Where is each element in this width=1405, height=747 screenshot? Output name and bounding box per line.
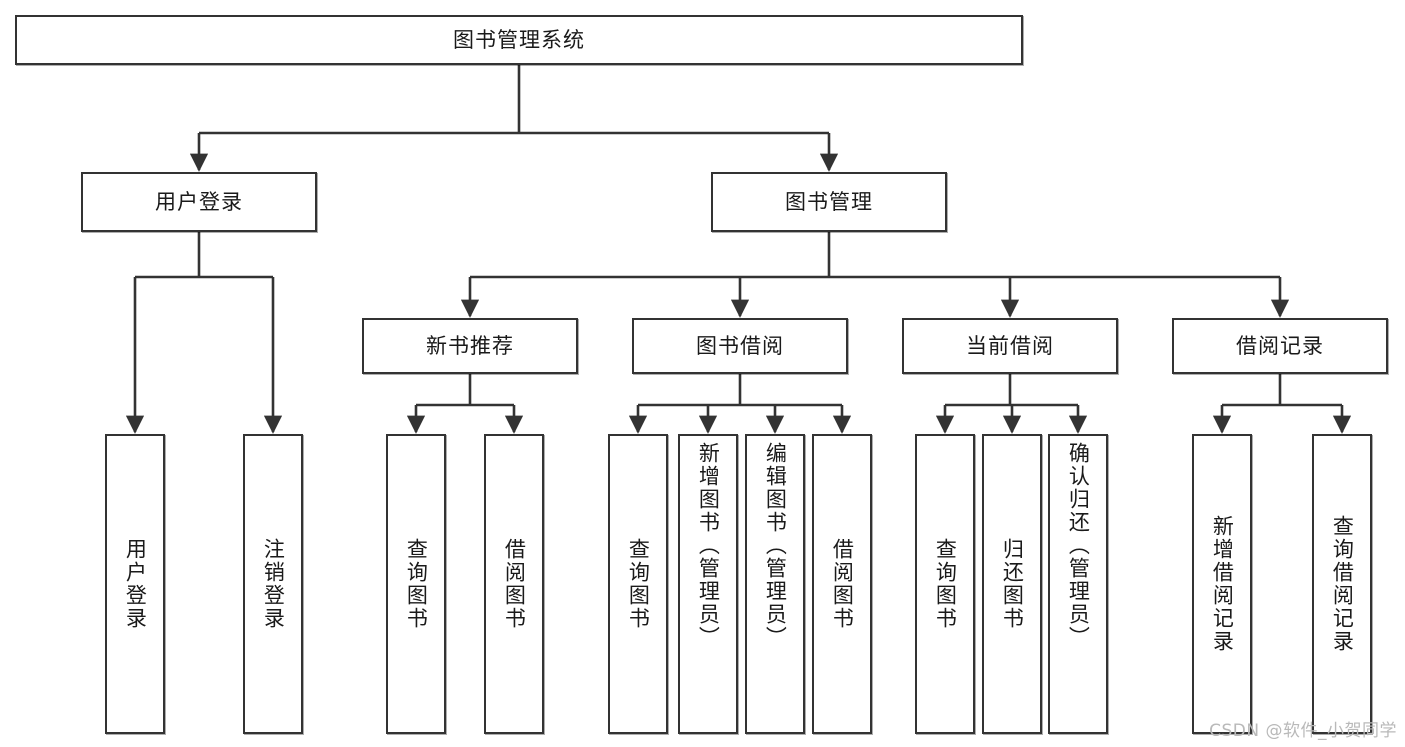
node-root[interactable]: 图书管理系统 <box>15 15 1023 65</box>
node-leaf-user-login-label: 用户登录 <box>123 538 148 630</box>
node-book-borrow[interactable]: 图书借阅 <box>632 318 848 374</box>
node-leaf-query-book-1[interactable]: 查询图书 <box>386 434 446 734</box>
node-leaf-add-record[interactable]: 新增借阅记录 <box>1192 434 1252 734</box>
node-current-borrow-label: 当前借阅 <box>966 333 1054 358</box>
node-user-login[interactable]: 用户登录 <box>81 172 317 232</box>
node-new-book-rec[interactable]: 新书推荐 <box>362 318 578 374</box>
node-leaf-borrow-book-1[interactable]: 借阅图书 <box>484 434 544 734</box>
node-leaf-add-record-label: 新增借阅记录 <box>1210 515 1235 653</box>
node-leaf-borrow-book-1-label: 借阅图书 <box>502 538 527 630</box>
node-new-book-rec-label: 新书推荐 <box>426 333 514 358</box>
node-leaf-query-book-2[interactable]: 查询图书 <box>608 434 668 734</box>
node-leaf-logout[interactable]: 注销登录 <box>243 434 303 734</box>
node-borrow-record[interactable]: 借阅记录 <box>1172 318 1388 374</box>
node-leaf-query-book-1-label: 查询图书 <box>404 538 429 630</box>
node-current-borrow[interactable]: 当前借阅 <box>902 318 1118 374</box>
node-leaf-query-book-2-label: 查询图书 <box>626 538 651 630</box>
node-borrow-record-label: 借阅记录 <box>1236 333 1324 358</box>
node-leaf-query-record-label: 查询借阅记录 <box>1330 515 1355 653</box>
csdn-watermark: CSDN @软件_小贺同学 <box>1209 721 1397 741</box>
node-leaf-query-book-3-label: 查询图书 <box>933 538 958 630</box>
node-leaf-return-book-label: 归还图书 <box>1000 538 1025 630</box>
node-leaf-query-record[interactable]: 查询借阅记录 <box>1312 434 1372 734</box>
node-book-borrow-label: 图书借阅 <box>696 333 784 358</box>
node-leaf-add-book-label: 新增图书（管理员） <box>696 442 721 649</box>
node-book-manage[interactable]: 图书管理 <box>711 172 947 232</box>
node-root-label: 图书管理系统 <box>453 27 585 52</box>
node-leaf-borrow-book-2-label: 借阅图书 <box>830 538 855 630</box>
node-leaf-confirm-return[interactable]: 确认归还（管理员） <box>1048 434 1108 734</box>
node-book-manage-label: 图书管理 <box>785 189 873 214</box>
node-leaf-confirm-return-label: 确认归还（管理员） <box>1066 442 1091 649</box>
node-leaf-add-book[interactable]: 新增图书（管理员） <box>678 434 738 734</box>
node-leaf-edit-book[interactable]: 编辑图书（管理员） <box>745 434 805 734</box>
node-leaf-query-book-3[interactable]: 查询图书 <box>915 434 975 734</box>
node-leaf-edit-book-label: 编辑图书（管理员） <box>763 442 788 649</box>
node-leaf-user-login[interactable]: 用户登录 <box>105 434 165 734</box>
node-user-login-label: 用户登录 <box>155 189 243 214</box>
node-leaf-return-book[interactable]: 归还图书 <box>982 434 1042 734</box>
node-leaf-logout-label: 注销登录 <box>261 538 286 630</box>
node-leaf-borrow-book-2[interactable]: 借阅图书 <box>812 434 872 734</box>
